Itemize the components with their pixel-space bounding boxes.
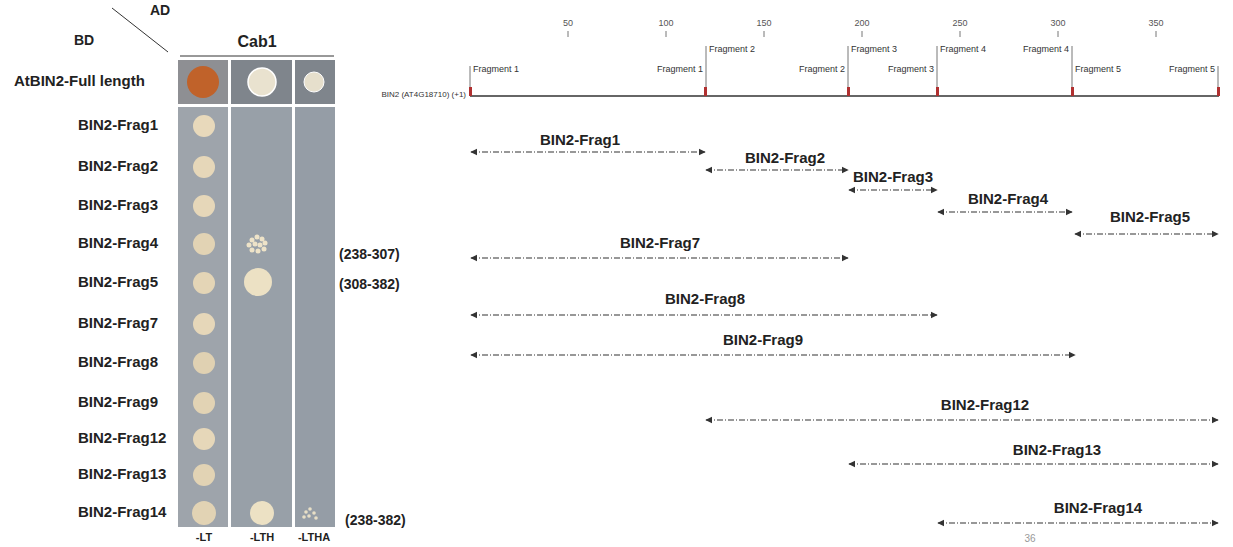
row-label: BIN2-Frag13 — [78, 465, 166, 483]
range-label: (308-382) — [339, 276, 400, 293]
fragment-marker: Fragment 4 — [940, 44, 986, 55]
fragment-label: BIN2-Frag1 — [540, 131, 620, 149]
fragment-marker: Fragment 4 — [1023, 44, 1069, 55]
fragment-marker: Fragment 3 — [888, 64, 934, 75]
fragment-label: BIN2-Frag12 — [941, 396, 1029, 414]
fragment-label: BIN2-Frag14 — [1054, 499, 1142, 517]
header-rule — [180, 56, 334, 57]
fragment-marker: Fragment 3 — [851, 44, 897, 55]
fragment-label: BIN2-Frag8 — [665, 290, 745, 308]
column-header: Cab1 — [237, 32, 276, 51]
fragment-arrows — [471, 152, 1218, 523]
tick-number: 150 — [756, 18, 771, 29]
axis-header: BD — [74, 32, 94, 49]
range-label: (238-382) — [345, 512, 406, 529]
sequence-map — [469, 31, 1220, 96]
page-number: 36 — [1024, 533, 1035, 545]
row-label: BIN2-Frag7 — [78, 314, 158, 332]
fragment-marker: Fragment 1 — [657, 64, 703, 75]
fragment-marker: Fragment 2 — [799, 64, 845, 75]
fragment-marker: Fragment 5 — [1169, 64, 1215, 75]
medium-label: -LTH — [250, 531, 274, 544]
fragment-label: BIN2-Frag9 — [723, 331, 803, 349]
tick-number: 300 — [1050, 18, 1065, 29]
fragment-label: BIN2-Frag4 — [968, 190, 1048, 208]
range-label: (238-307) — [339, 246, 400, 263]
fragment-label: BIN2-Frag7 — [620, 234, 700, 252]
axis-header: AD — [150, 2, 170, 19]
medium-label: -LTHA — [298, 531, 330, 544]
fragment-label: BIN2-Frag5 — [1110, 208, 1190, 226]
tick-number: 100 — [658, 18, 673, 29]
row-label: BIN2-Frag4 — [78, 234, 158, 252]
fragment-marker: Fragment 5 — [1075, 64, 1121, 75]
row-label: BIN2-Frag14 — [78, 503, 166, 521]
fragment-label: BIN2-Frag2 — [745, 149, 825, 167]
tick-number: 250 — [952, 18, 967, 29]
sequence-name: BIN2 (AT4G18710) (+1) — [381, 90, 466, 100]
row-label: BIN2-Frag8 — [78, 353, 158, 371]
medium-label: -LT — [196, 531, 212, 544]
tick-number: 50 — [563, 18, 573, 29]
row-label: BIN2-Frag2 — [78, 157, 158, 175]
row-label: BIN2-Frag1 — [78, 116, 158, 134]
fragment-label: BIN2-Frag3 — [853, 168, 933, 186]
row-label: AtBIN2-Full length — [14, 72, 145, 90]
row-label: BIN2-Frag9 — [78, 393, 158, 411]
fragment-marker: Fragment 1 — [473, 64, 519, 75]
row-label: BIN2-Frag3 — [78, 196, 158, 214]
tick-number: 200 — [854, 18, 869, 29]
plate — [178, 60, 335, 527]
tick-number: 350 — [1148, 18, 1163, 29]
fragment-label: BIN2-Frag13 — [1013, 441, 1101, 459]
row-label: BIN2-Frag12 — [78, 429, 166, 447]
row-label: BIN2-Frag5 — [78, 273, 158, 291]
fragment-marker: Fragment 2 — [709, 44, 755, 55]
